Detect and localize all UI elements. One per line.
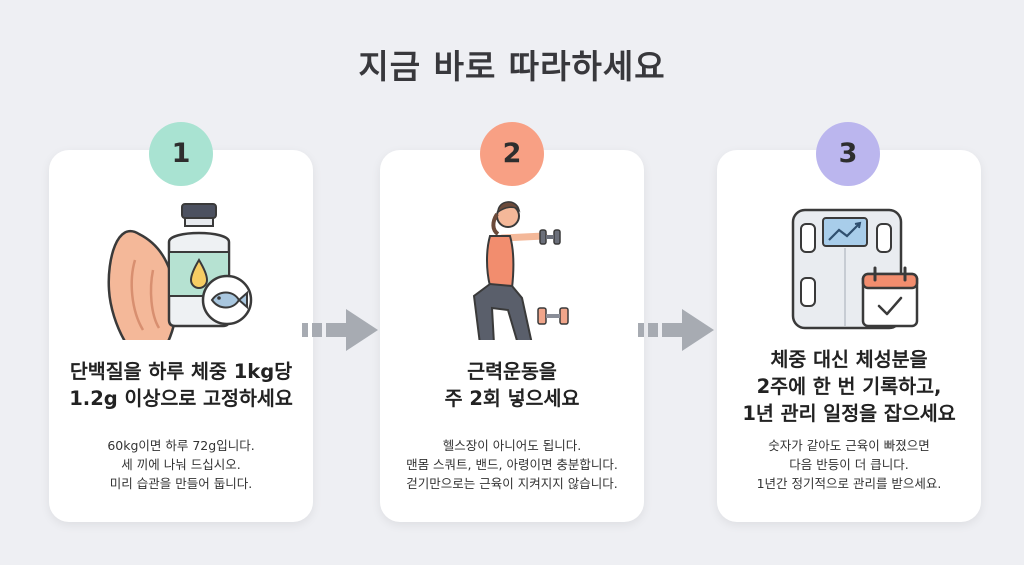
step-1-card: 단백질을 하루 체중 1kg당 1.2g 이상으로 고정하세요 60kg이면 하… [49,150,313,522]
body-scale-calendar-icon [791,208,919,330]
body-line: 걷기만으로는 근육이 지켜지지 않습니다. [406,476,618,491]
body-line: 다음 반등이 더 큽니다. [789,457,909,472]
step-3-heading: 체중 대신 체성분을 2주에 한 번 기록하고, 1년 관리 일정을 잡으세요 [725,346,973,427]
step-3-card: 체중 대신 체성분을 2주에 한 번 기록하고, 1년 관리 일정을 잡으세요 … [717,150,981,522]
body-line: 숫자가 같아도 근육이 빠졌으면 [768,438,930,453]
squat-exercise-icon [472,201,569,340]
heading-line: 2주에 한 번 기록하고, [756,375,942,398]
step-2-badge: 2 [480,122,544,186]
page-title: 지금 바로 따라하세요 [358,47,666,86]
heading-line: 근력운동을 [467,360,557,383]
step-1-heading: 단백질을 하루 체중 1kg당 1.2g 이상으로 고정하세요 [57,358,305,412]
step-3-badge: 3 [816,122,880,186]
body-line: 맨몸 스쿼트, 밴드, 아령이면 충분합니다. [406,457,618,472]
step-2-body: 헬스장이 아니어도 됩니다. 맨몸 스쿼트, 밴드, 아령이면 충분합니다. 걷… [388,436,636,493]
step-2-heading: 근력운동을 주 2회 넣으세요 [388,358,636,412]
body-line: 60kg이면 하루 72g입니다. [107,438,255,453]
heading-line: 1.2g 이상으로 고정하세요 [69,387,293,410]
next-step-arrow-icon [302,309,378,351]
step-1-badge: 1 [149,122,213,186]
heading-line: 1년 관리 일정을 잡으세요 [742,402,956,425]
heading-line: 체중 대신 체성분을 [770,348,928,371]
next-step-arrow-icon [638,309,714,351]
body-line: 세 끼에 나눠 드십시오. [121,457,241,472]
step-3-body: 숫자가 같아도 근육이 빠졌으면 다음 반등이 더 큽니다. 1년간 정기적으로… [725,436,973,493]
step-1-body: 60kg이면 하루 72g입니다. 세 끼에 나눠 드십시오. 미리 습관을 만… [57,436,305,493]
protein-foods-icon [107,203,253,340]
heading-line: 단백질을 하루 체중 1kg당 [69,360,293,383]
body-line: 헬스장이 아니어도 됩니다. [442,438,582,453]
step-2-card: 근력운동을 주 2회 넣으세요 헬스장이 아니어도 됩니다. 맨몸 스쿼트, 밴… [380,150,644,522]
body-line: 미리 습관을 만들어 둡니다. [109,476,253,491]
body-line: 1년간 정기적으로 관리를 받으세요. [756,476,942,491]
heading-line: 주 2회 넣으세요 [444,387,580,410]
